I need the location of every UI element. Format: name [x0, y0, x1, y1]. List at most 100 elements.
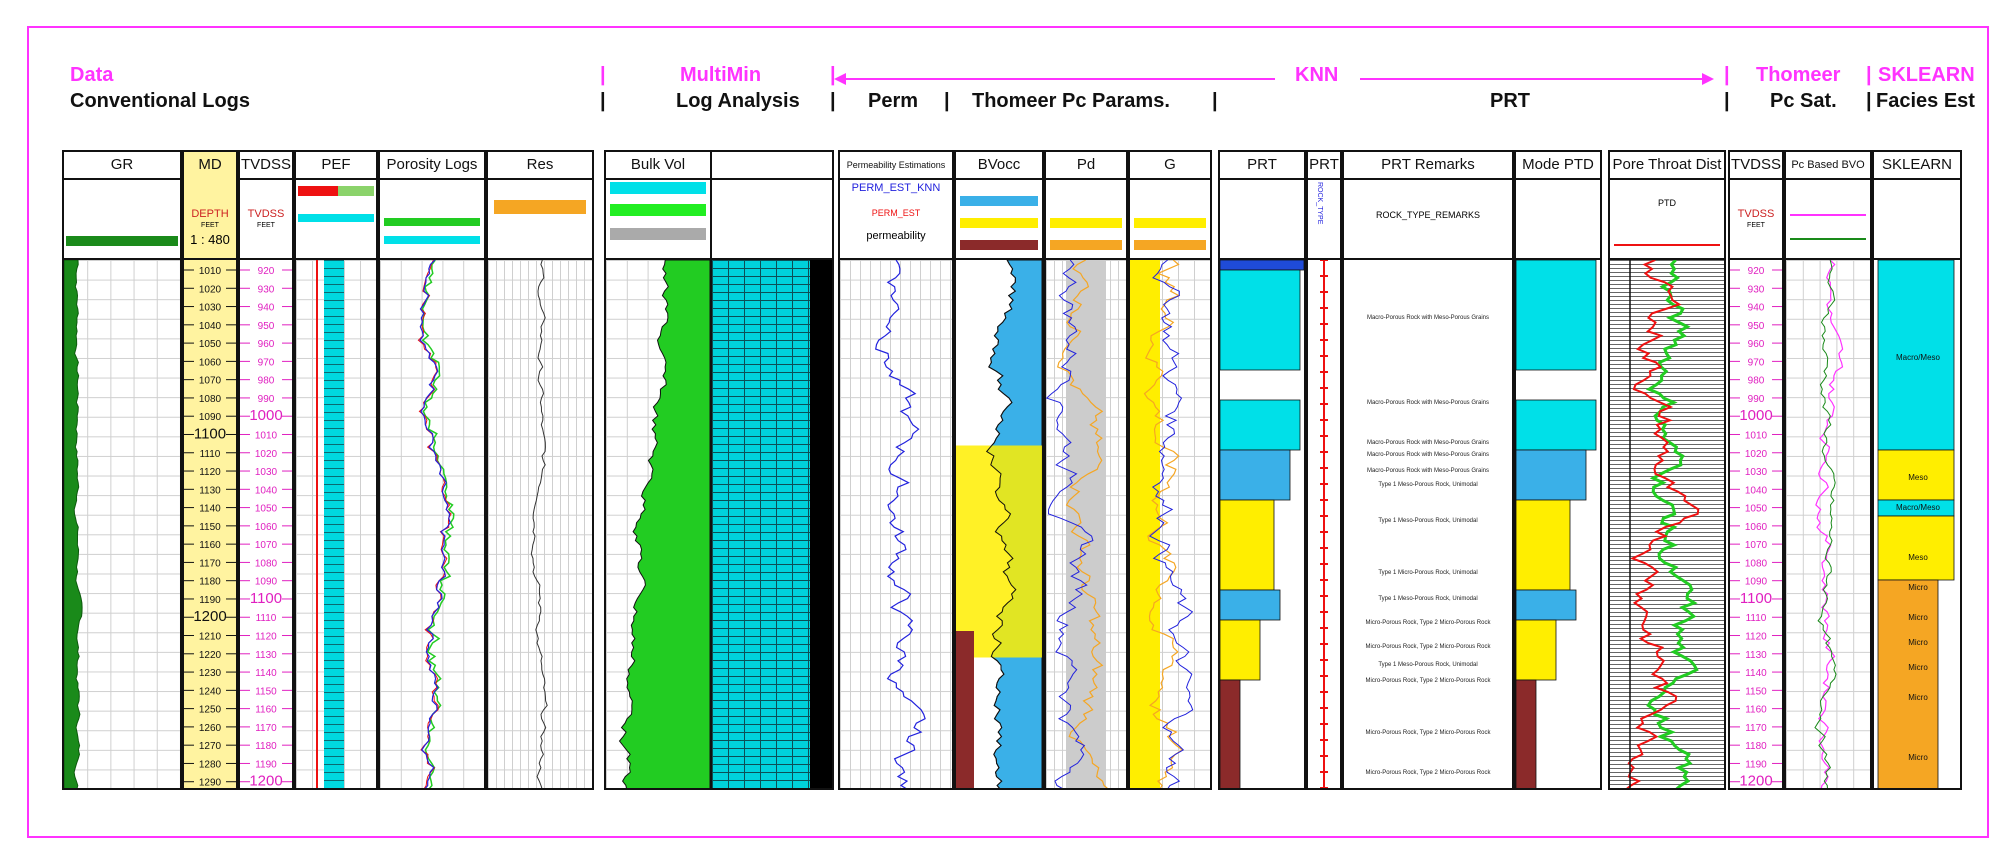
track-title: PRT Remarks: [1344, 152, 1512, 180]
depth-tick-label: 1110: [1746, 613, 1767, 624]
pd-curve-blue: [1046, 260, 1094, 788]
depth-tick-label: 1100: [1740, 590, 1772, 607]
group-sklearn-subtitle: Facies Est: [1876, 90, 1975, 112]
pef-plot: [296, 260, 376, 788]
mode-ptd-block: [1516, 260, 1597, 371]
group-perm: Perm: [868, 90, 919, 112]
prt-remark: Macro-Porous Rock with Meso-Porous Grain…: [1366, 440, 1490, 446]
pc-bvo-curve-green: [1814, 260, 1837, 788]
depth-tick-label: 1020: [255, 449, 278, 460]
prt-remark: Type 1 Meso-Porous Rock, Unimodal: [1378, 518, 1478, 524]
sklearn-block: [1877, 515, 1955, 581]
depth-tick-label: 1030: [1745, 467, 1768, 478]
depth-tick-label: 1150: [1745, 686, 1767, 697]
sklearn-block: [1877, 449, 1955, 501]
prt-remark: Type 1 Micro-Porous Rock, Unimodal: [1378, 570, 1478, 576]
depth-tick-label: 1130: [199, 485, 221, 496]
track-pd: Pd: [1044, 150, 1128, 790]
depth-tick-label: 940: [1748, 303, 1765, 314]
tvdss-unit: FEET: [257, 222, 275, 229]
perm-est2-label: PERM_EST: [871, 208, 921, 218]
track-porosity: Porosity Logs: [378, 150, 486, 790]
depth-tick-label: 1190: [199, 595, 221, 606]
track-bulkvol-lith: [710, 150, 834, 790]
depth-tick-label: 1090: [199, 412, 222, 423]
depth-tick-label: 1170: [255, 723, 277, 734]
perm-curve: [875, 260, 926, 788]
permeability-label: permeability: [866, 230, 926, 242]
prt-remark: Type 1 Meso-Porous Rock, Unimodal: [1378, 662, 1478, 668]
track-title: Permeability Estimations: [840, 152, 952, 180]
tvdss2-label: TVDSS: [1737, 208, 1775, 220]
depth-tick-label: 940: [258, 303, 275, 314]
separator: |: [1724, 90, 1730, 112]
depth-tick-label: 1080: [199, 394, 222, 405]
perm-plot: [840, 260, 952, 788]
prt-block: [1220, 269, 1301, 371]
depth-tick-label: 1030: [199, 303, 222, 314]
pd-curve-orange: [1056, 260, 1108, 788]
ptd-curve-red: [1626, 260, 1700, 788]
depth-tick-label: 1020: [199, 284, 222, 295]
separator: |: [1866, 90, 1872, 112]
depth-tick-label: 1080: [255, 558, 278, 569]
depth-tick-label: 1260: [199, 723, 222, 734]
prt-plot: [1220, 260, 1304, 788]
pef-curve: [316, 260, 318, 788]
separator: |: [1212, 90, 1218, 112]
depth-tick-label: 1290: [199, 778, 222, 788]
depth-tick-label: 1120: [199, 467, 221, 478]
group-thomeer-subtitle: Pc Sat.: [1770, 90, 1837, 112]
depth-tick-label: 980: [1748, 376, 1765, 387]
track-title: Res: [488, 152, 592, 180]
g-plot: [1130, 260, 1210, 788]
depth-tick-label: 950: [1748, 321, 1765, 332]
group-data-title: Data: [70, 64, 114, 86]
track-prt1: PRT: [1218, 150, 1306, 790]
depth-tick-label: 1270: [199, 741, 222, 752]
depth-tick-label: 1200: [1739, 773, 1772, 788]
perm-est-label: PERM_EST_KNN: [851, 182, 941, 194]
prt-remarks-body: Macro-Porous Rock with Meso-Porous Grain…: [1344, 260, 1512, 788]
depth-tick-label: 1160: [255, 705, 277, 716]
track-title: Pore Throat Dist: [1610, 152, 1724, 180]
track-title: SKLEARN: [1874, 152, 1960, 180]
depth-tick-label: 970: [1748, 357, 1765, 368]
ptd-curve-green: [1645, 260, 1699, 788]
rock-type-remarks-label: ROCK_TYPE_REMARKS: [1375, 210, 1481, 220]
depth-tick-label: 1100: [194, 425, 226, 442]
sklearn-facies-label: Micro: [1908, 613, 1928, 622]
bvocc-yellow: [956, 445, 1042, 658]
sklearn-facies-label: Meso: [1908, 553, 1928, 562]
track-title: BVocc: [956, 152, 1042, 180]
sklearn-facies-label: Meso: [1908, 473, 1928, 482]
tvdss2-unit: FEET: [1747, 222, 1765, 229]
track-title: PEF: [296, 152, 376, 180]
depth-tick-label: 1070: [199, 376, 222, 387]
depth-tick-label: 1080: [1745, 558, 1768, 569]
sklearn-block: [1877, 579, 1939, 788]
prt-block: [1220, 589, 1281, 621]
prt-block: [1220, 399, 1301, 451]
tvdss-label: TVDSS: [247, 208, 285, 220]
depth-tick-label: 1000: [1739, 407, 1772, 424]
prt-remark: Macro-Porous Rock with Meso-Porous Grain…: [1366, 452, 1490, 458]
track-perm: Permeability Estimations PERM_EST_KNN PE…: [838, 150, 954, 790]
prt-block: [1220, 619, 1261, 681]
bulkvol-plot: [606, 260, 710, 788]
sklearn-facies-label: Micro: [1908, 663, 1928, 672]
depth-tick-label: 1180: [199, 577, 221, 588]
prt-remark: Micro-Porous Rock, Type 2 Micro-Porous R…: [1365, 770, 1491, 776]
depth-tick-label: 1200: [193, 608, 226, 625]
track-title: Pd: [1046, 152, 1126, 180]
track-title: PRT: [1220, 152, 1304, 180]
res-curve: [530, 260, 548, 788]
bulkvol-fill: [618, 260, 710, 788]
depth-tick-label: 1070: [255, 540, 278, 551]
track-bvocc: BVocc: [954, 150, 1044, 790]
depth-tick-label: 1160: [1745, 705, 1767, 716]
sklearn-facies-label: Macro/Meso: [1896, 353, 1941, 362]
track-title: MD: [184, 152, 236, 180]
